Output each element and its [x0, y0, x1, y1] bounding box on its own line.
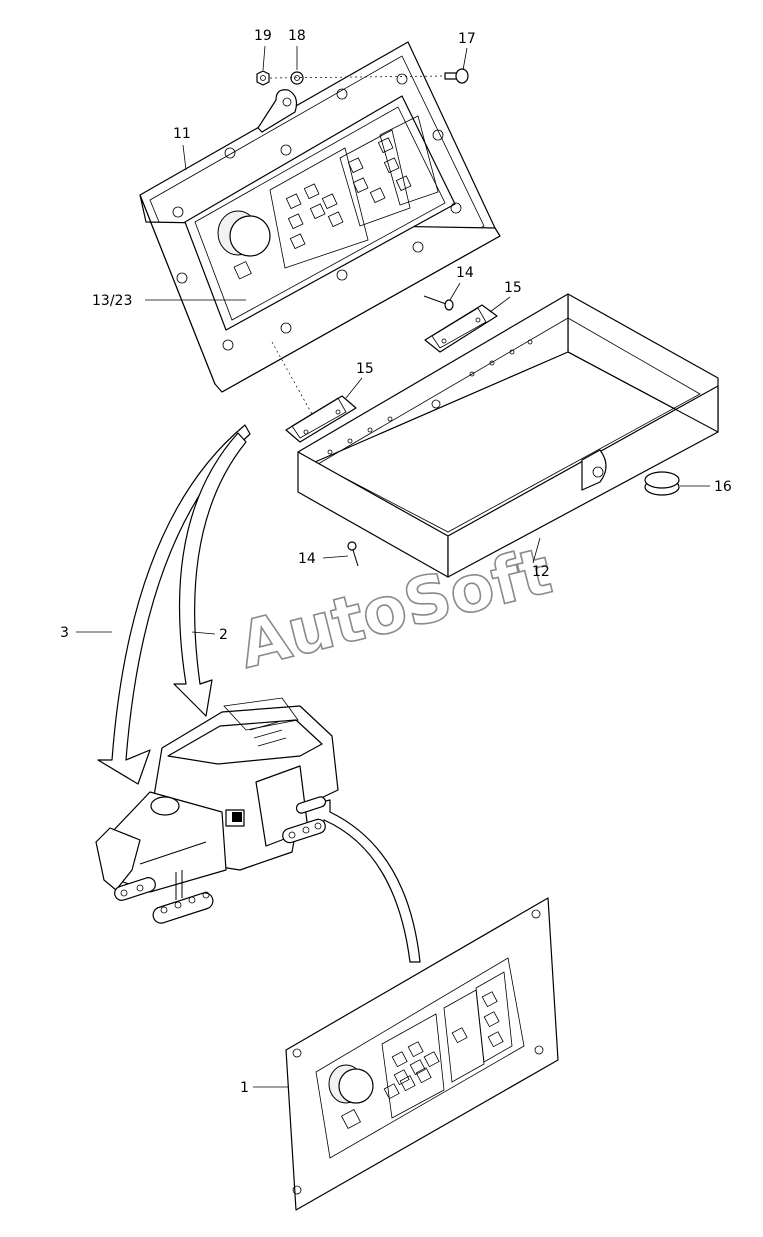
- tray-part-12: [297, 293, 719, 578]
- cap-part-16: [644, 471, 680, 496]
- control-panel-part-1: [285, 897, 559, 1211]
- callout-3: 3: [60, 625, 69, 641]
- machine-illustration: [95, 697, 339, 924]
- pin-part-14-lower: [347, 541, 359, 567]
- nut-part-19: [256, 70, 270, 86]
- callout-1: 1: [240, 1080, 249, 1096]
- callout-18: 18: [288, 28, 306, 44]
- arrow-2: [173, 432, 247, 717]
- callout-2: 2: [219, 627, 228, 643]
- callout-leaders: [76, 45, 710, 1088]
- panel-face-part-13-23: [217, 115, 439, 280]
- callout-19: 19: [254, 28, 272, 44]
- callout-15-upper: 15: [504, 280, 522, 296]
- pin-part-14-upper: [423, 295, 454, 311]
- callout-15-lower: 15: [356, 361, 374, 377]
- hinge-part-15-lower: [285, 395, 357, 443]
- watermark-text: AutoSoft: [232, 535, 559, 684]
- screw-part-17: [444, 68, 469, 84]
- callout-12: 12: [532, 564, 550, 580]
- callout-16: 16: [714, 479, 732, 495]
- callout-17: 17: [458, 31, 476, 47]
- callout-14-upper: 14: [456, 265, 474, 281]
- callout-13-23: 13/23: [92, 293, 132, 309]
- callout-14-lower: 14: [298, 551, 316, 567]
- callout-11: 11: [173, 126, 191, 142]
- arrow-3: [97, 424, 251, 785]
- hinge-part-15-upper: [424, 304, 498, 353]
